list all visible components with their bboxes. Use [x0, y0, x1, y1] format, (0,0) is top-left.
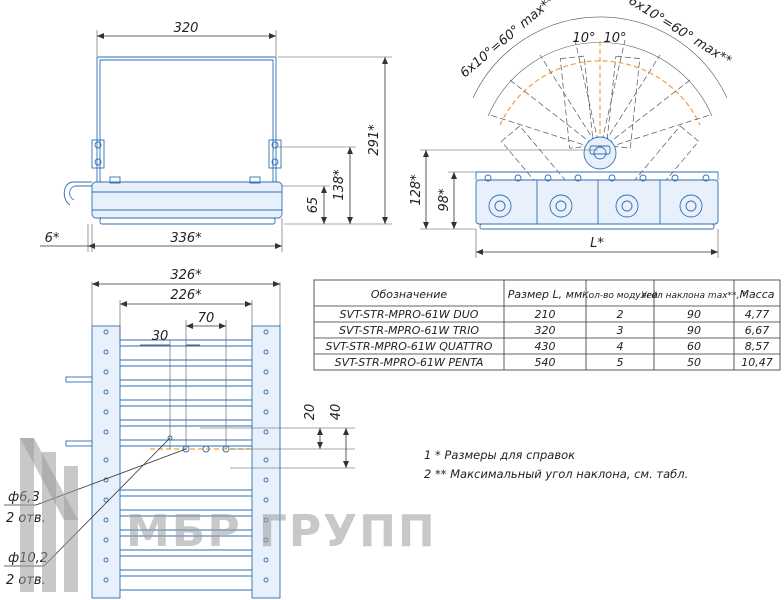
- dim-angle-left: 6x10°=60° max**: [458, 0, 559, 81]
- notes: 1 * Размеры для справок 2 ** Максимальны…: [424, 448, 688, 481]
- table-cell: 3: [617, 324, 624, 337]
- dim-bottom-226: 226*: [170, 288, 202, 303]
- dim-side-65: 65: [306, 197, 321, 214]
- table-row: SVT-STR-MPRO-61W TRIO 320 3 90 6,67: [339, 324, 769, 337]
- dim-side-width: 320: [174, 21, 199, 36]
- table-cell: SVT-STR-MPRO-61W PENTA: [335, 356, 484, 369]
- note-1: 1 * Размеры для справок: [424, 448, 575, 462]
- dim-bottom-30: 30: [152, 329, 169, 344]
- front-view: 128* 98* L* 6x10°=60° max** 6x10°=60° ma…: [409, 0, 734, 258]
- table-cell: 4: [617, 340, 624, 353]
- table-cell: 210: [535, 308, 556, 321]
- table-cell: 90: [687, 308, 701, 321]
- table-cell: 320: [535, 324, 556, 337]
- dim-front-98: 98*: [437, 188, 452, 212]
- table-header-mass: Масса: [739, 288, 774, 301]
- spec-table: Обозначение Размер L, мм Кол-во модулей …: [313, 279, 781, 371]
- watermark: МБР ГРУПП: [20, 438, 437, 592]
- dim-front-L: L*: [590, 236, 604, 251]
- watermark-logo-mark: [20, 438, 78, 592]
- dim-bottom-70: 70: [198, 311, 215, 326]
- dim-front-128: 128*: [409, 174, 424, 206]
- table-cell: 2: [617, 308, 624, 321]
- dim-angle-step-b: 10°: [603, 31, 626, 46]
- dim-side-offset: 6*: [45, 231, 60, 246]
- table-cell: 90: [687, 324, 701, 337]
- table-header-modules: Кол-во модулей: [582, 291, 658, 301]
- dim-side-length: 336*: [170, 231, 202, 246]
- table-cell: 540: [535, 356, 556, 369]
- side-view: 320 291* 138* 65 336* 6*: [40, 21, 392, 252]
- dim-side-138: 138*: [332, 169, 347, 201]
- dim-angle-step-a: 10°: [572, 31, 595, 46]
- table-cell: 50: [687, 356, 701, 369]
- table-cell: SVT-STR-MPRO-61W QUATTRO: [326, 340, 493, 353]
- table-header-angle: Угол наклона max**, °: [641, 291, 747, 301]
- table-header-length: Размер L, мм: [508, 288, 583, 301]
- table-cell: SVT-STR-MPRO-61W DUO: [340, 308, 479, 321]
- dim-bottom-40: 40: [329, 404, 344, 421]
- table-row: SVT-STR-MPRO-61W DUO 210 2 90 4,77: [340, 308, 770, 321]
- table-row: SVT-STR-MPRO-61W PENTA 540 5 50 10,47: [335, 356, 773, 369]
- table-cell: 60: [687, 340, 701, 353]
- watermark-text: МБР ГРУПП: [126, 506, 437, 557]
- table-cell: 6,67: [745, 324, 770, 337]
- dim-angle-right: 6x10°=60° max**: [626, 0, 735, 69]
- table-cell: 430: [535, 340, 556, 353]
- dim-bottom-326: 326*: [170, 268, 202, 283]
- table-cell: 10,47: [741, 356, 773, 369]
- table-row: SVT-STR-MPRO-61W QUATTRO 430 4 60 8,57: [326, 340, 770, 353]
- table-header-name: Обозначение: [371, 288, 448, 301]
- dim-bottom-20: 20: [303, 404, 318, 421]
- note-2: 2 ** Максимальный угол наклона, см. табл…: [424, 467, 688, 481]
- table-cell: 5: [617, 356, 624, 369]
- table-cell: 4,77: [745, 308, 770, 321]
- dim-side-height: 291*: [367, 124, 382, 156]
- table-cell: 8,57: [745, 340, 770, 353]
- table-cell: SVT-STR-MPRO-61W TRIO: [339, 324, 479, 337]
